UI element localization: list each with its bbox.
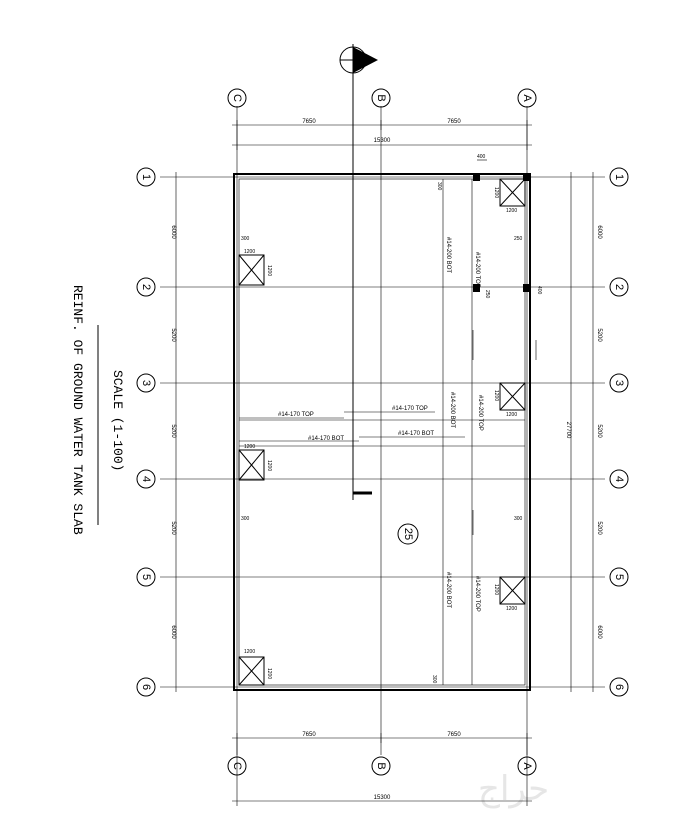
band-offset-top: 300 — [436, 182, 442, 191]
row-grid-lines — [160, 176, 605, 688]
dim-row-1-2-right: 6000 — [596, 225, 602, 239]
row-bubbles-left: 1 2 3 4 5 6 — [136, 167, 156, 697]
dimension-right: 27700 6000 5200 5200 5200 6000 — [565, 172, 602, 692]
dimension-top: 7650 7650 15300 — [232, 119, 532, 150]
title-block: REINF. OF GROUND WATER TANK SLAB SCALE (… — [70, 285, 125, 535]
dim-total-bottom: 15300 — [374, 795, 391, 801]
grid-label-c-top: C — [231, 94, 243, 102]
grid-label-4-right: 4 — [613, 476, 625, 482]
reinforcement-bands — [233, 179, 537, 685]
opening-6-height: 1200 — [493, 584, 499, 595]
grid-label-6-right: 6 — [613, 684, 625, 690]
opening-2-height: 1200 — [266, 460, 272, 471]
dim-total-height: 27700 — [565, 422, 571, 439]
drawing-title: REINF. OF GROUND WATER TANK SLAB — [70, 285, 85, 535]
rebar-bot-short-3: #14-200 BOT — [445, 572, 451, 608]
panel-mark-label: 25 — [402, 528, 414, 540]
rebar-bot-short-1: #14-200 BOT — [445, 237, 451, 273]
dim-row-3-4-right: 5200 — [596, 424, 602, 438]
opening-2-width: 1200 — [244, 444, 255, 450]
watermark: حراج — [478, 769, 549, 809]
grid-label-b-top: B — [375, 94, 387, 101]
grid-label-a-top: A — [521, 94, 533, 102]
band-offset-bottom: 300 — [431, 675, 437, 684]
opening-2-offset: 300 — [241, 516, 250, 522]
dim-bay-ba-bottom: 7650 — [447, 732, 461, 738]
rebar-bot-short-2: #14-200 BOT — [449, 392, 455, 428]
drawing-scale: SCALE (1-100) — [110, 370, 125, 471]
rebar-top-long-right: #14-170 TOP — [392, 406, 428, 412]
grid-label-5-right: 5 — [613, 574, 625, 580]
dimension-left: 6000 5200 5200 5200 6000 — [170, 172, 177, 692]
row-bubbles-right: 1 2 3 4 5 6 — [609, 167, 629, 697]
opening-4-width: 1200 — [506, 208, 517, 214]
dim-total-top: 15300 — [374, 138, 391, 144]
rebar-top-short-2: #14-200 TOP — [477, 395, 483, 431]
band-details: 300 300 250 400 — [431, 173, 542, 684]
grid-label-6-left: 6 — [140, 684, 152, 690]
opening-3-width: 1200 — [244, 649, 255, 655]
dimension-bottom: 7650 7650 15300 — [232, 732, 532, 806]
dim-row-3-4-left: 5200 — [170, 424, 176, 438]
grid-label-2-left: 2 — [140, 284, 152, 290]
slab-outline — [233, 173, 531, 691]
grid-label-3-left: 3 — [140, 380, 152, 386]
grid-label-b-bottom: B — [375, 762, 387, 769]
opening-6-width: 1200 — [506, 606, 517, 612]
opening-1-height: 1200 — [266, 265, 272, 276]
band-offset-row2: 250 — [484, 290, 490, 299]
opening-3-height: 1200 — [266, 668, 272, 679]
band-offset-row2-right: 400 — [536, 286, 542, 295]
rebar-callouts-vertical: #14-200 BOT #14-200 TOP #14-200 BOT #14-… — [445, 237, 483, 612]
rebar-top-short-1: #14-200 TOP — [474, 252, 480, 288]
opening-5-height: 1200 — [493, 390, 499, 401]
dim-bay-ba-top: 7650 — [447, 119, 461, 125]
rebar-callouts-horizontal: #14-170 TOP #14-170 TOP #14-170 BOT #14-… — [239, 406, 465, 442]
openings-right: 1200 1200 250 400 1200 1200 1200 1200 30… — [477, 154, 526, 612]
opening-5-width: 1200 — [506, 412, 517, 418]
dim-row-4-5-left: 5200 — [170, 521, 176, 535]
grid-label-2-right: 2 — [613, 284, 625, 290]
grid-label-4-left: 4 — [140, 476, 152, 482]
dim-row-2-3-right: 5200 — [596, 328, 602, 342]
north-arrow-icon — [339, 44, 378, 500]
panel-mark: 25 — [397, 523, 419, 545]
column-bubbles-top: C B A — [227, 88, 537, 108]
grid-label-1-left: 1 — [140, 174, 152, 180]
dim-bay-cb-top: 7650 — [302, 119, 316, 125]
opening-1-width: 1200 — [244, 249, 255, 255]
opening-1-offset: 300 — [241, 236, 250, 242]
rebar-bot-long-right: #14-170 BOT — [398, 431, 434, 437]
grid-label-1-right: 1 — [613, 174, 625, 180]
opening-6-offset: 300 — [514, 516, 523, 522]
rebar-bot-long-left: #14-170 BOT — [308, 436, 344, 442]
grid-label-3-right: 3 — [613, 380, 625, 386]
rebar-top-long-left: #14-170 TOP — [278, 412, 314, 418]
dim-row-4-5-right: 5200 — [596, 521, 602, 535]
dim-row-5-6-left: 6000 — [170, 625, 176, 639]
openings-left: 1200 1200 300 1200 1200 300 1200 1200 — [238, 236, 272, 686]
dim-row-2-3-left: 5200 — [170, 328, 176, 342]
dim-row-1-2-left: 6000 — [170, 225, 176, 239]
opening-4-top-offset: 400 — [477, 154, 486, 160]
dim-row-5-6-right: 6000 — [596, 625, 602, 639]
opening-4-height: 1200 — [493, 187, 499, 198]
opening-4-offset: 250 — [514, 236, 523, 242]
grid-label-5-left: 5 — [140, 574, 152, 580]
column-grid-lines — [236, 106, 528, 755]
rebar-top-short-3: #14-200 TOP — [474, 576, 480, 612]
dim-bay-cb-bottom: 7650 — [302, 732, 316, 738]
